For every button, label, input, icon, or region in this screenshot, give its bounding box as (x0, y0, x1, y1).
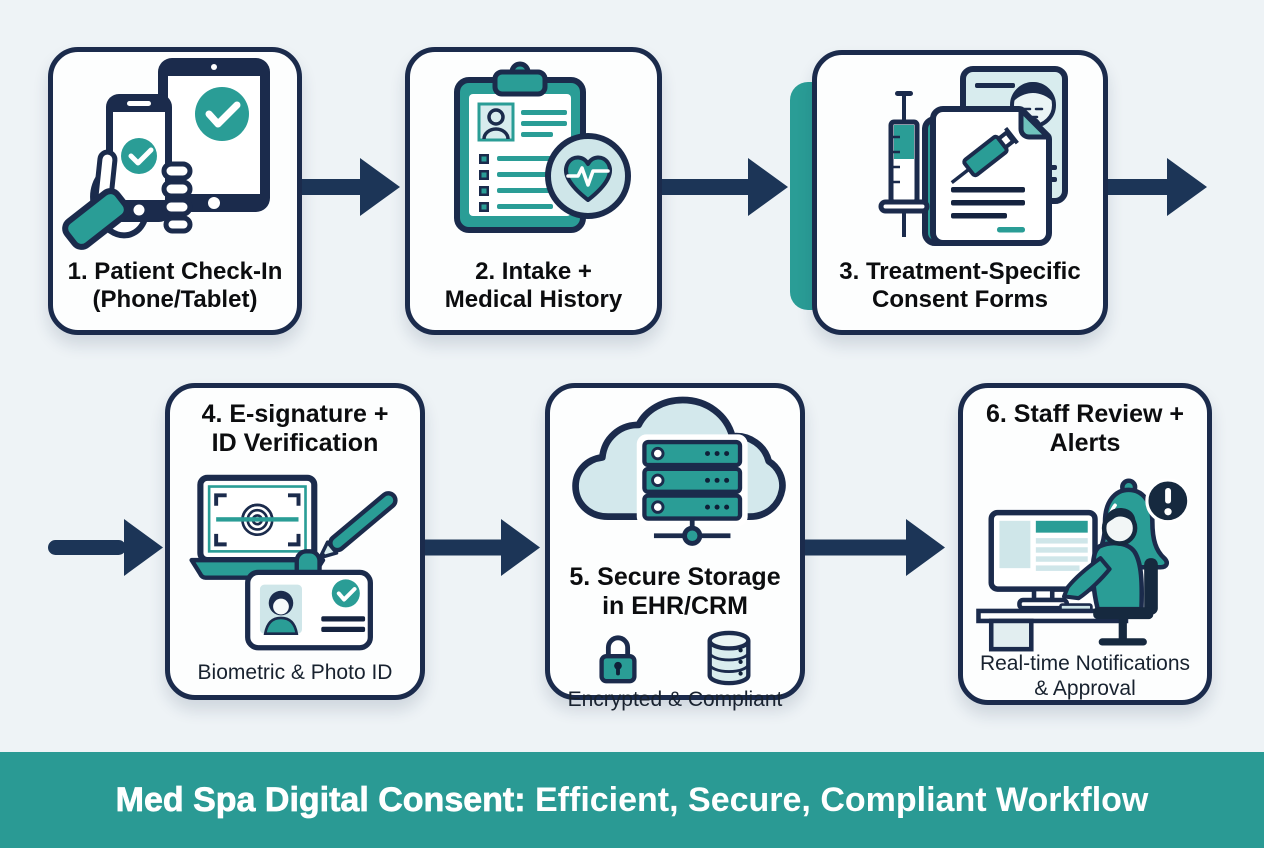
id-badge-icon (245, 549, 373, 651)
network-node (653, 518, 731, 546)
cloud-server-stack-icon (572, 396, 786, 546)
patient-photo (477, 102, 514, 142)
security-icons (595, 630, 755, 687)
banner-title-rest: Efficient, Secure, Compliant Workflow (525, 780, 1149, 819)
step-title: 5. Secure Storage in EHR/CRM (569, 563, 781, 620)
laptop-fingerprint-pen-id-icon (189, 474, 398, 651)
scan-brackets (214, 493, 301, 547)
arrow-right-1 (302, 158, 400, 216)
scan-line (216, 517, 299, 522)
form-lines (520, 110, 567, 137)
phone-icon (106, 94, 172, 222)
alert-badge-icon (1145, 478, 1191, 524)
consent-forms-syringe-icon (878, 66, 1068, 246)
arrow-right-2 (662, 158, 788, 216)
step-caption: Real-time Notifications & Approval (979, 652, 1191, 701)
step-caption: Biometric & Photo ID (197, 661, 393, 684)
step-title: 4. E-signature + ID Verification (201, 400, 389, 457)
step-card-2: 2. Intake + Medical History (405, 47, 662, 335)
sleeve-cuff (62, 188, 130, 250)
arrow-right-4 (48, 519, 163, 576)
step-card-5: 5. Secure Storage in EHR/CRM Encrypted &… (545, 383, 805, 711)
step-card-3: 3. Treatment-Specific Consent Forms (812, 50, 1108, 335)
step-card-4: 4. E-signature + ID Verification (165, 383, 425, 700)
syringe-icon (878, 91, 930, 237)
arrow-right-3 (1108, 158, 1207, 216)
heart-pulse-icon (544, 133, 631, 219)
staff-desk-alert-bell-icon (976, 478, 1191, 652)
small-syringe-icon (950, 126, 1019, 185)
consent-document-icon (930, 106, 1052, 246)
chair-icon (1093, 607, 1154, 646)
pen-icon (318, 491, 398, 560)
arrow-right-5 (425, 519, 540, 576)
step-caption: Encrypted & Compliant (567, 688, 783, 711)
checklist (478, 154, 567, 212)
database-icon (707, 630, 751, 686)
phone-tablet-check-icon (62, 58, 270, 250)
step-card-6: 6. Staff Review + Alerts (958, 383, 1212, 705)
clipboard-medical-history-icon (453, 61, 631, 233)
monitor-icon (988, 509, 1098, 611)
keyboard-icon (1059, 603, 1093, 612)
lock-icon (599, 635, 637, 684)
server-stack-icon (642, 439, 743, 521)
arrow-right-6 (805, 519, 945, 576)
banner: Med Spa Digital Consent: Efficient, Secu… (0, 752, 1264, 848)
step-label: 1. Patient Check-In (Phone/Tablet) (67, 258, 283, 314)
banner-title-strong: Med Spa Digital Consent: (115, 780, 526, 819)
step-label: 2. Intake + Medical History (444, 258, 623, 314)
step-label: 3. Treatment-Specific Consent Forms (839, 258, 1081, 314)
step-title: 6. Staff Review + Alerts (986, 400, 1184, 457)
chair-backrest (1144, 558, 1158, 615)
step-card-1: 1. Patient Check-In (Phone/Tablet) (48, 47, 302, 335)
fingers (93, 149, 193, 234)
